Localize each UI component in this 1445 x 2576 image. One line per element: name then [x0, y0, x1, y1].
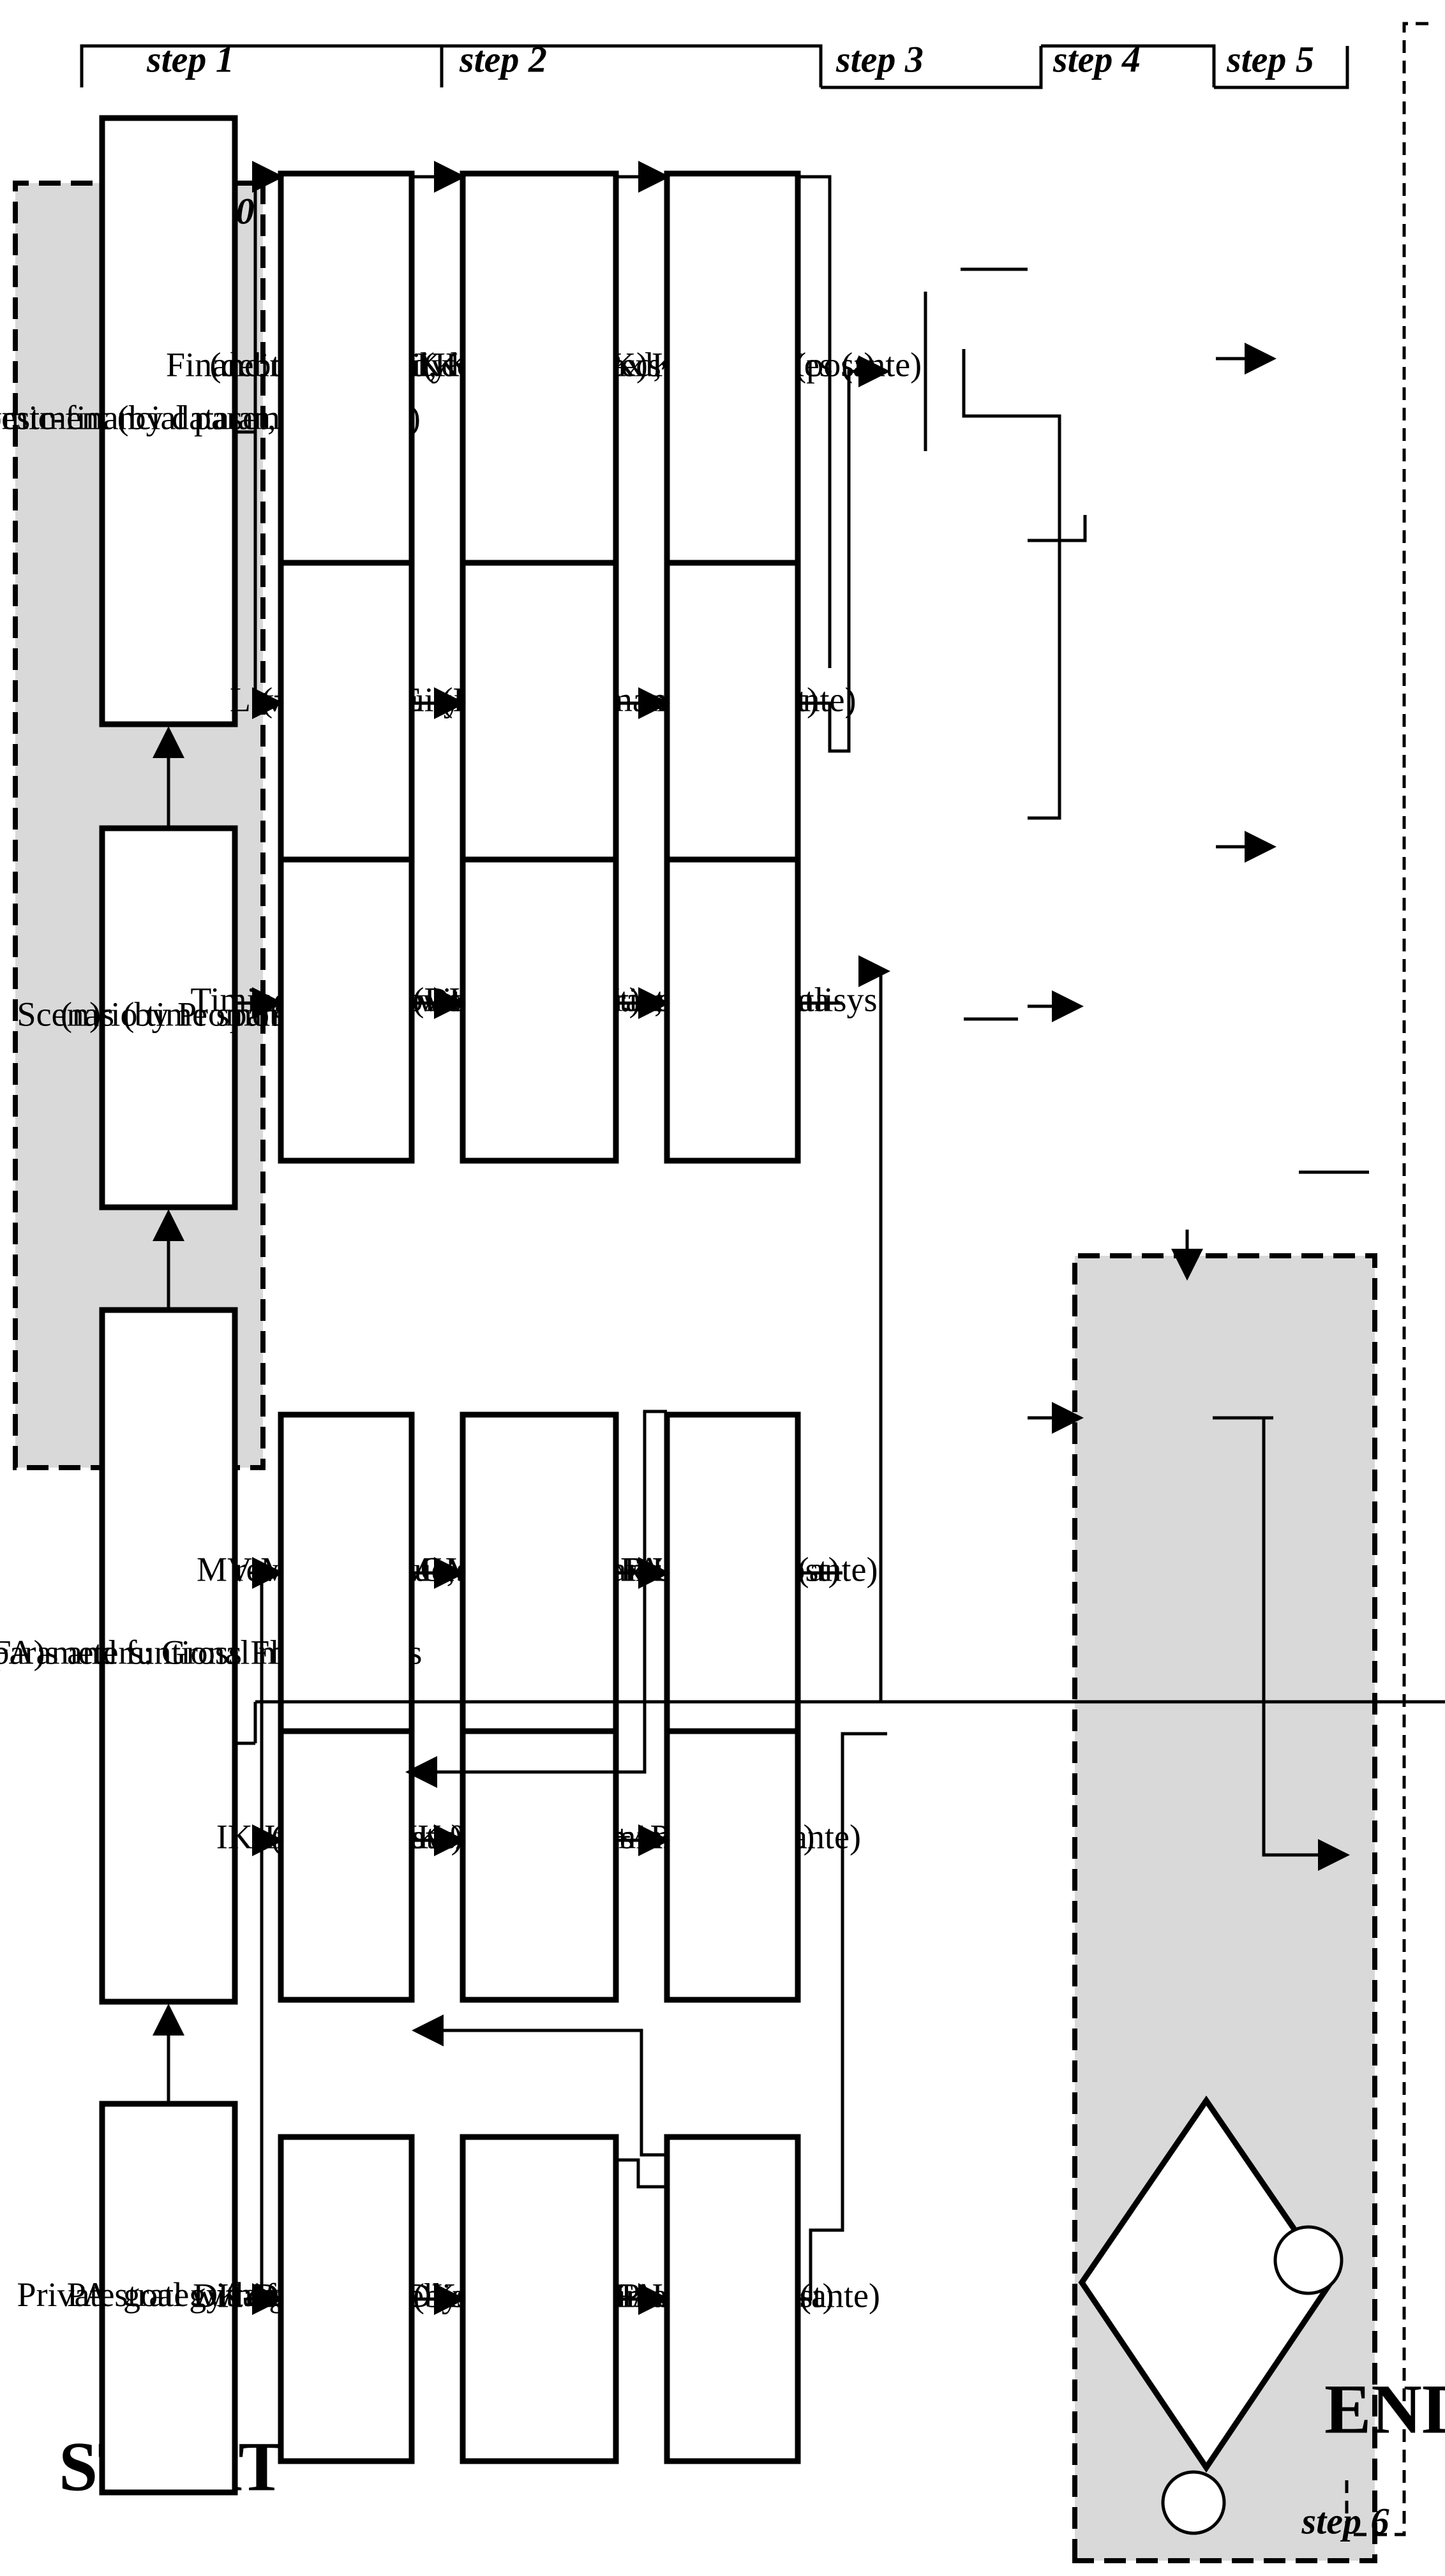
timing-cash-flows-box — [278, 842, 415, 1164]
step4-label: step 4 — [1052, 38, 1141, 80]
step-header — [80, 44, 1349, 89]
dk-direct-cost-box — [278, 2134, 415, 2464]
ecu-validate-diamond — [1078, 2096, 1335, 2473]
leverage-box — [278, 544, 415, 863]
udk-ratio-box — [460, 2134, 619, 2464]
no-circle — [1161, 2470, 1226, 2535]
time-span-line1: Scenario time span — [17, 995, 280, 1033]
end-label: END — [1324, 2370, 1445, 2448]
umv-minmax-box — [664, 1411, 801, 1734]
cash-flow-pct-box — [460, 842, 619, 1164]
step5-label: step 5 — [1226, 38, 1314, 80]
de-minmax-box — [664, 544, 801, 863]
de-ratio-box — [460, 544, 619, 863]
step1-label: step 1 — [146, 38, 234, 80]
step3-label: step 3 — [835, 38, 924, 80]
umv-ratio-box — [460, 1411, 619, 1734]
step2-label: step 2 — [459, 38, 547, 80]
transposing-data-box — [664, 842, 801, 1164]
econ-params-box — [99, 115, 238, 727]
kd-ke-box — [460, 170, 619, 566]
private-goal-line1: Private goal within — [17, 2275, 280, 2314]
connectors — [153, 22, 1445, 2536]
yes-circle — [1273, 2225, 1344, 2295]
udk-minmax-box — [664, 2134, 801, 2464]
kd-minmax-box — [664, 170, 801, 566]
financing-cost-box — [278, 170, 415, 566]
mv-market-value-box — [278, 1411, 415, 1734]
